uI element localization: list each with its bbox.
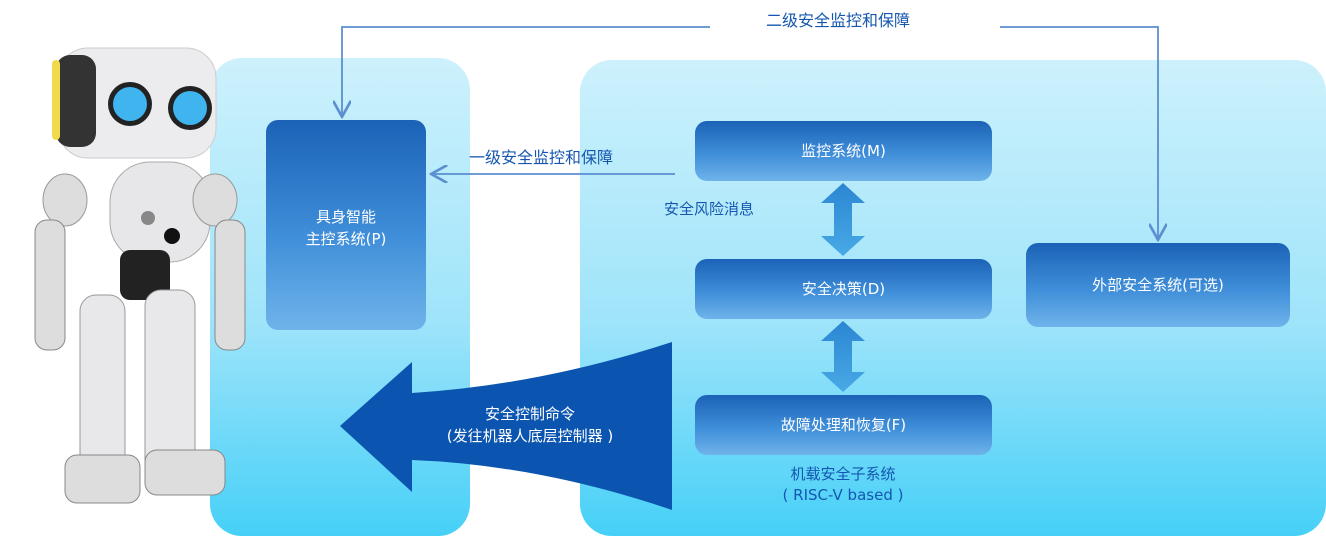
main-control-line1: 具身智能: [315, 208, 376, 226]
level1-label: 一级安全监控和保障: [469, 148, 614, 167]
risk-message-label: 安全风险消息: [664, 200, 755, 218]
double-arrow-d-f: [821, 321, 865, 392]
main-control-line2: 主控系统(P): [305, 230, 387, 248]
subsystem-line2: ( RISC-V based ): [782, 486, 904, 504]
double-arrow-m-d: [821, 183, 865, 256]
level2-line-right: [1000, 26, 1158, 238]
subsystem-line1: 机载安全子系统: [790, 465, 896, 483]
command-line1: 安全控制命令: [484, 405, 575, 423]
main-control-system: 具身智能 主控系统(P): [266, 120, 426, 330]
level2-label: 二级安全监控和保障: [760, 7, 917, 31]
command-line2: (发往机器人底层控制器 ): [446, 427, 614, 445]
safety-decision: 安全决策(D): [695, 259, 992, 319]
monitor-system: 监控系统(M): [695, 121, 992, 181]
command-arrow: [340, 342, 672, 510]
subsystem-label: 机载安全子系统 ( RISC-V based ): [743, 464, 943, 506]
level2-line-left: [342, 26, 710, 115]
fault-recovery: 故障处理和恢复(F): [695, 395, 992, 455]
robot-illustration: [34, 47, 246, 504]
external-safety-system: 外部安全系统(可选): [1026, 243, 1290, 327]
command-label: 安全控制命令 (发往机器人底层控制器 ): [400, 403, 660, 447]
